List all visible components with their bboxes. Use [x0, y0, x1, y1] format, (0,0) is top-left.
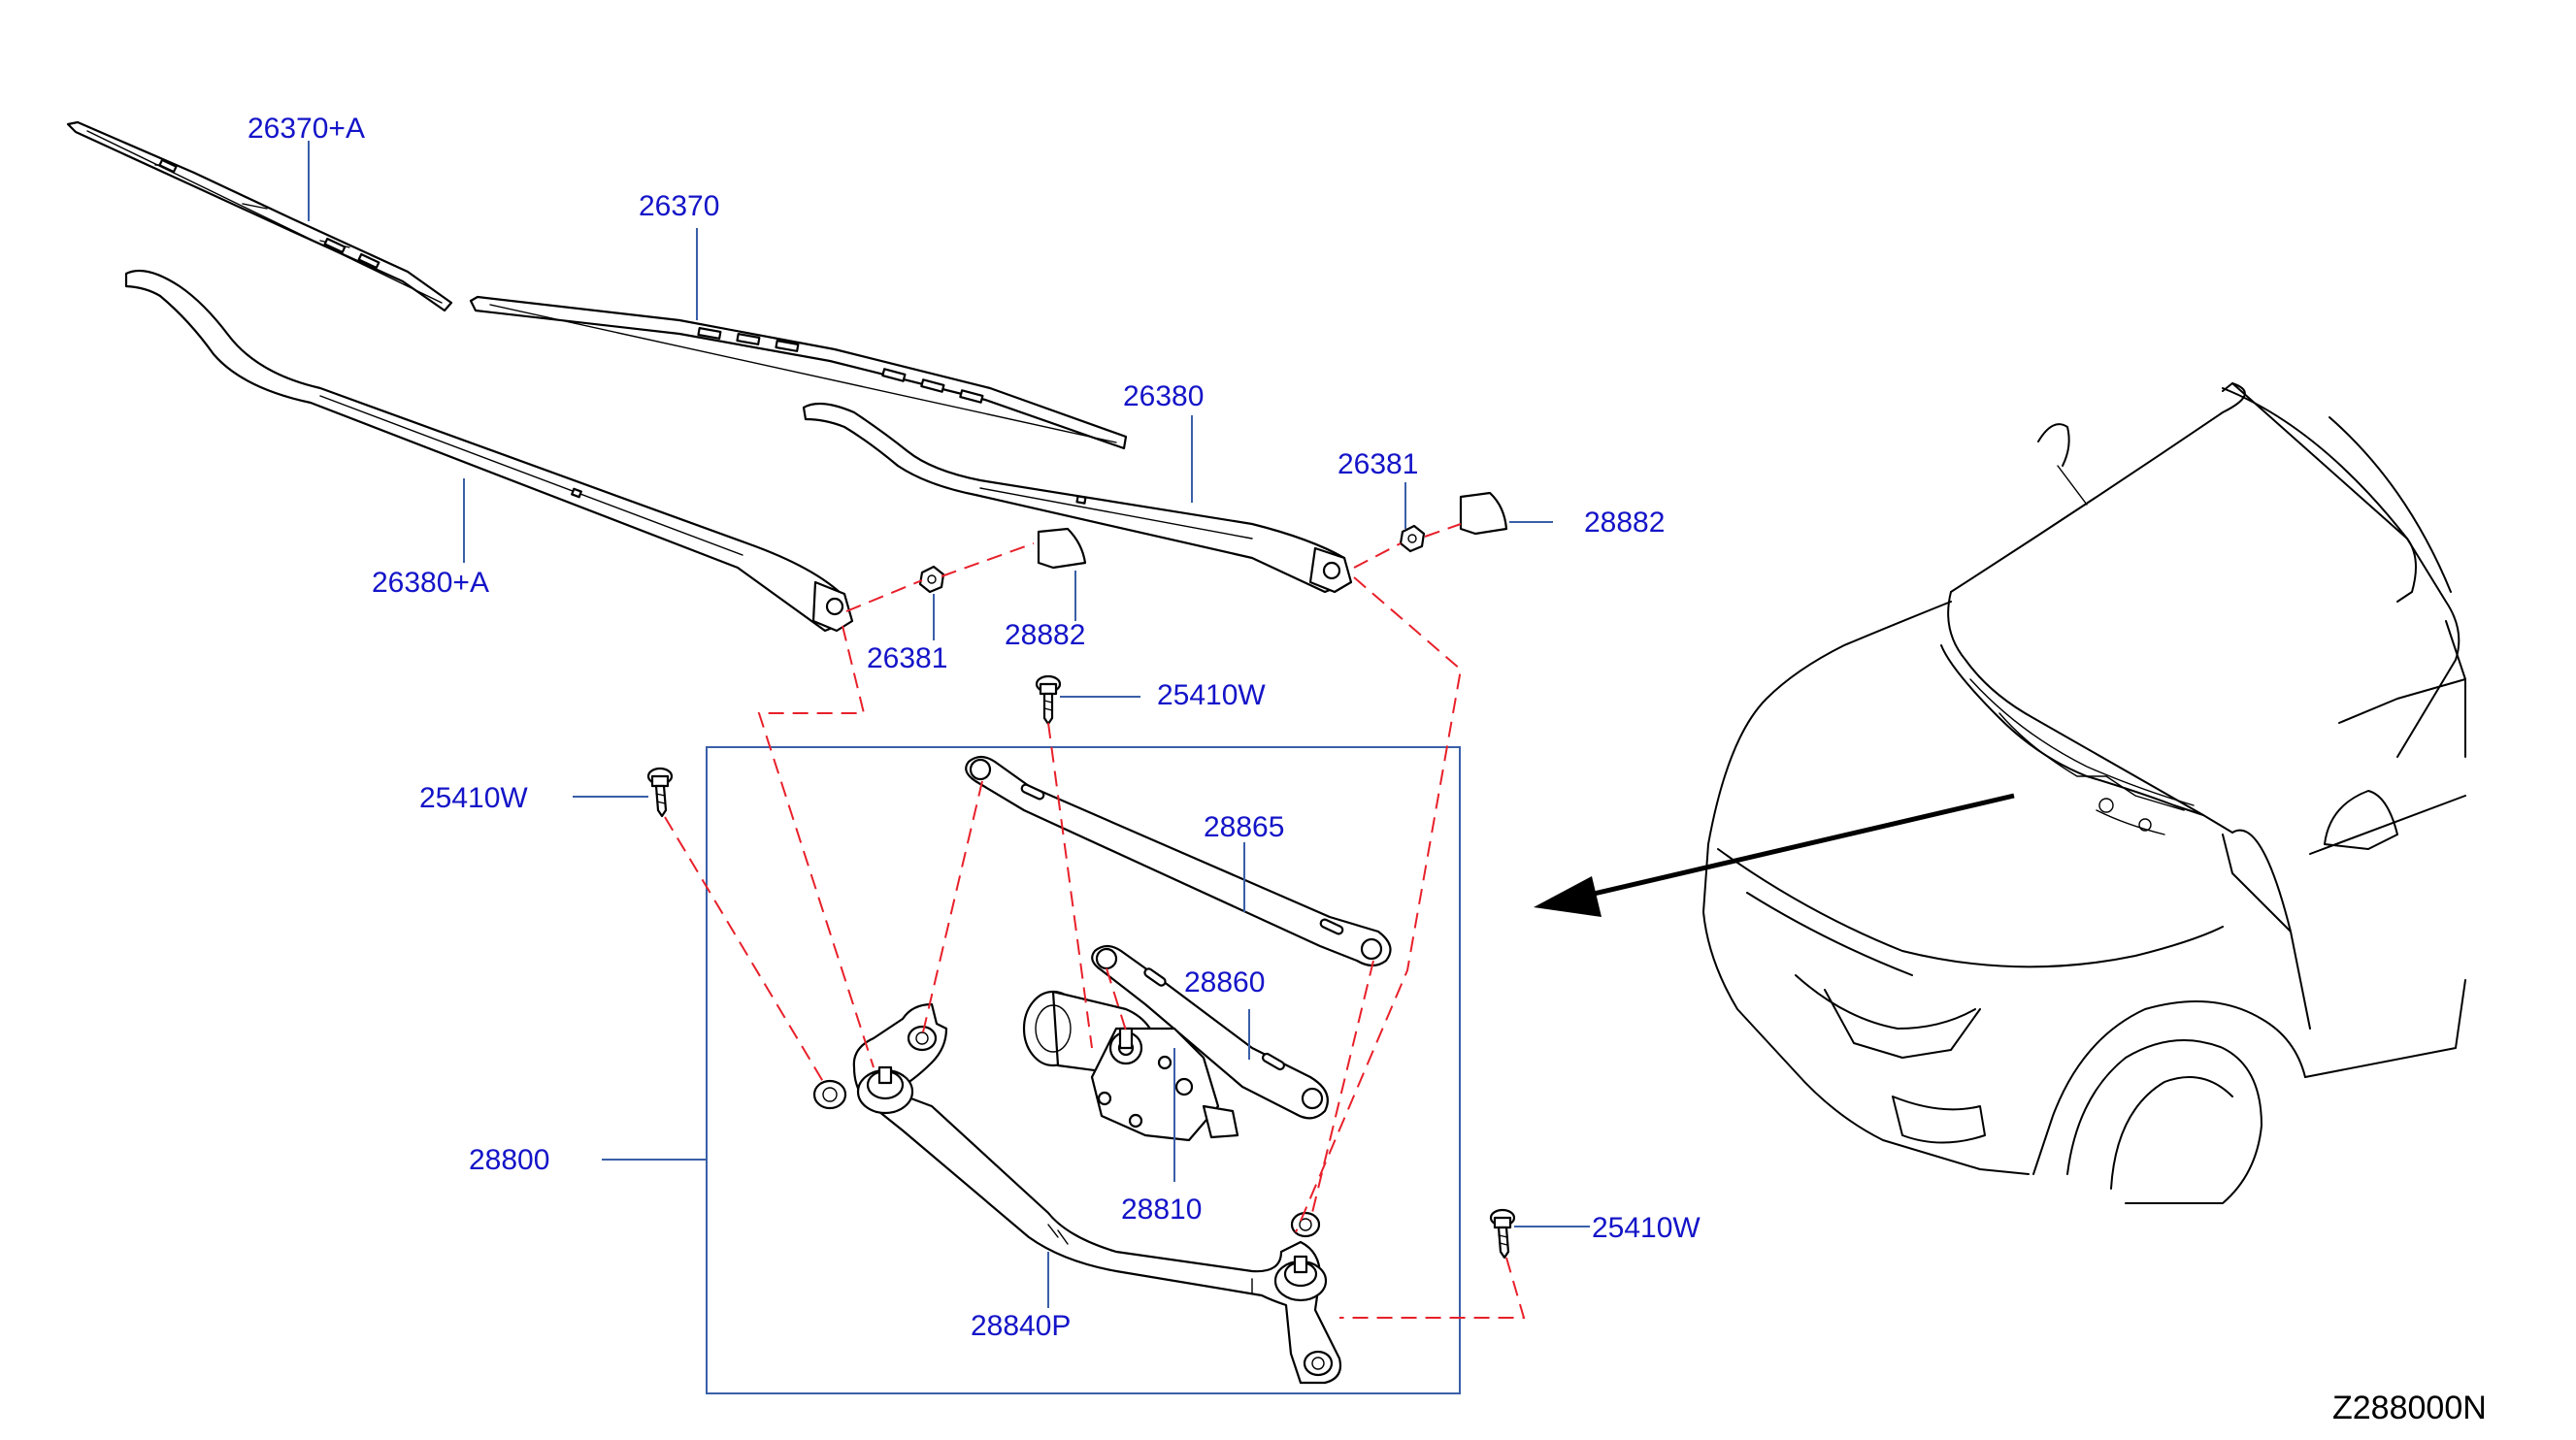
wiper-blade-right: [469, 295, 1128, 450]
link-upper: [965, 755, 1392, 967]
bolt-top: [1035, 674, 1062, 726]
bolt-left: [646, 767, 674, 818]
location-arrow: [1534, 793, 2015, 917]
label-link-upper: 28865: [1204, 811, 1284, 843]
diagram-code: Z288000N: [2332, 1390, 2487, 1426]
wiper-blade-left: [66, 120, 453, 312]
label-nut-left: 26381: [867, 642, 947, 674]
part-labels: 26370+A 26370 26380+A 26380 26381 26381 …: [248, 113, 1701, 1342]
pivot-frame: [812, 1002, 1342, 1385]
label-link-lower: 28860: [1184, 966, 1265, 998]
nut-left: [918, 565, 945, 594]
label-arm-left: 26380+A: [372, 567, 489, 599]
cap-right: [1459, 491, 1508, 536]
label-cap-left: 28882: [1005, 619, 1085, 651]
nut-right: [1399, 524, 1426, 553]
wiper-arm-right: [802, 402, 1353, 594]
vehicle-illustration: [1702, 382, 2466, 1204]
assembly-frame-box: [706, 746, 1461, 1394]
label-cap-right: 28882: [1584, 507, 1665, 539]
wiper-arm-left: [124, 269, 854, 633]
label-bolt-top: 25410W: [1157, 679, 1266, 711]
label-blade-left: 26370+A: [248, 113, 365, 145]
label-blade-right: 26370: [639, 190, 719, 222]
label-arm-right: 26380: [1123, 380, 1204, 412]
bolt-right: [1489, 1208, 1516, 1260]
label-pivot-frame: 28840P: [971, 1310, 1071, 1342]
label-assembly: 28800: [469, 1144, 549, 1176]
leader-lines: [308, 141, 1590, 1308]
label-bolt-right: 25410W: [1592, 1212, 1701, 1244]
wiper-motor: [1022, 990, 1239, 1142]
link-lower: [1091, 944, 1329, 1120]
cap-left: [1037, 527, 1087, 570]
label-bolt-left: 25410W: [419, 782, 528, 814]
label-nut-right: 26381: [1338, 448, 1418, 480]
phantom-lines: [664, 523, 1526, 1319]
label-motor: 28810: [1121, 1194, 1202, 1226]
